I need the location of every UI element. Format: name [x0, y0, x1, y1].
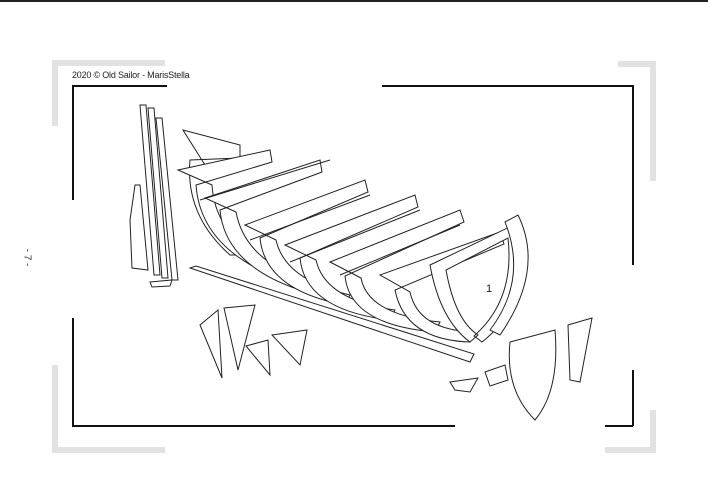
corner-bracket-top-left-vertical	[52, 60, 58, 126]
frame-top-right	[382, 85, 633, 87]
frame-bottom-left	[72, 425, 455, 427]
corner-bracket-bottom-left	[52, 447, 165, 453]
frame-right-upper	[632, 85, 634, 265]
keel	[188, 265, 475, 363]
corner-bracket-bottom-left-vertical	[52, 365, 58, 453]
frame-left-upper	[72, 85, 74, 200]
frame-bottom-right	[605, 425, 633, 427]
frame-left-lower	[72, 318, 74, 426]
frame-right-lower	[632, 370, 634, 426]
corner-bracket-top-left	[52, 60, 165, 66]
corner-bracket-top-right-vertical	[650, 61, 656, 181]
corner-bracket-top-right	[618, 61, 656, 67]
corner-bracket-bottom-right-vertical	[650, 410, 656, 453]
mast-parts	[129, 104, 179, 288]
hull-frames	[176, 129, 529, 343]
top-rule	[0, 0, 708, 2]
frame-top-left	[72, 85, 167, 87]
part-label: 1	[486, 283, 492, 295]
corner-bracket-bottom-right	[605, 447, 656, 453]
copyright-text: 2020 © Old Sailor - MarisStella	[72, 70, 194, 80]
wedge-parts	[199, 304, 593, 421]
